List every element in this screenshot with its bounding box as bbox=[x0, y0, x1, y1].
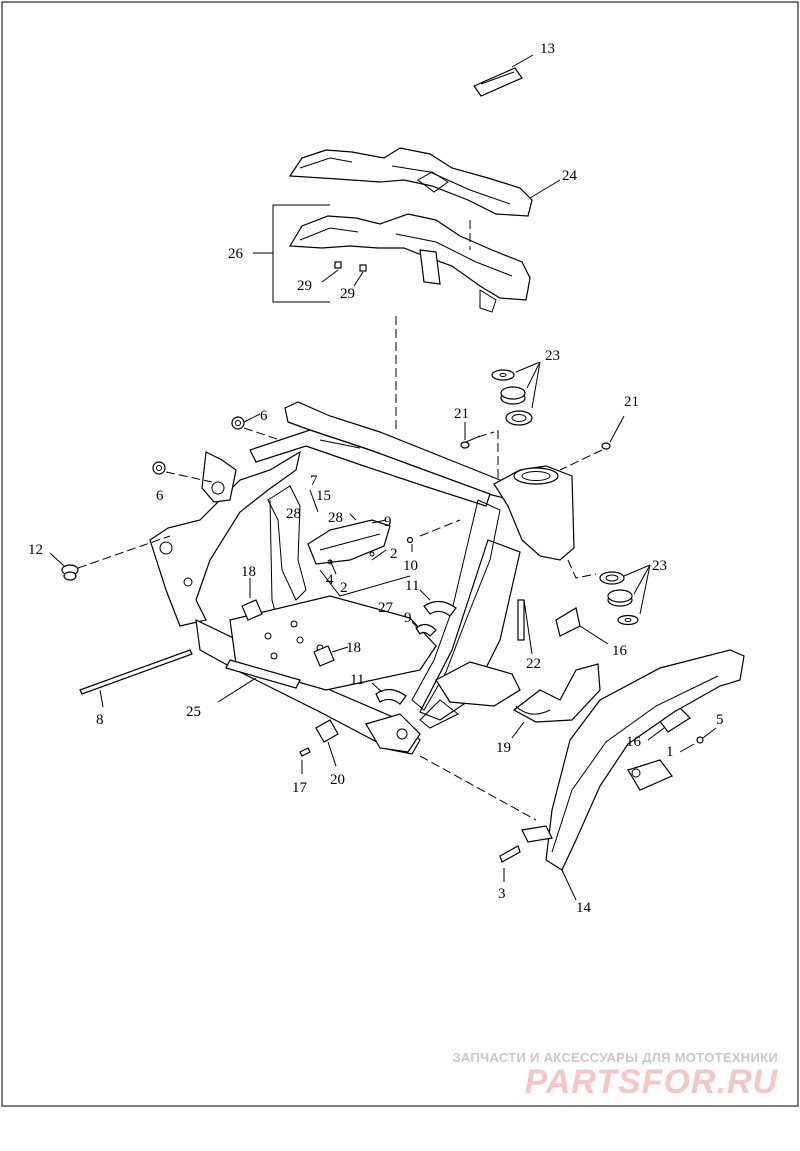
part-11-clamps bbox=[371, 589, 457, 705]
callout-21-a: 21 bbox=[454, 406, 469, 422]
callout-19: 19 bbox=[496, 740, 511, 756]
part-19-bracket bbox=[511, 663, 601, 739]
part-8-cable-tie bbox=[79, 649, 193, 708]
callout-6-b: 6 bbox=[156, 488, 164, 504]
callout-25: 25 bbox=[186, 704, 201, 720]
callout-12: 12 bbox=[28, 542, 43, 558]
callout-29-a: 29 bbox=[297, 278, 312, 294]
part-27-side-cover bbox=[307, 513, 411, 597]
callout-23-lower: 23 bbox=[652, 558, 667, 574]
callout-18-a: 18 bbox=[241, 564, 256, 580]
callout-16-a: 16 bbox=[612, 643, 628, 659]
part-21-screws bbox=[460, 415, 625, 471]
part-1-5-fasteners bbox=[679, 727, 717, 753]
part-17-20-clip-screw bbox=[299, 719, 339, 774]
part-3-bolt bbox=[499, 845, 521, 882]
part-26-cover-assembly bbox=[253, 204, 531, 313]
callout-7: 7 bbox=[310, 473, 318, 489]
callout-21-b: 21 bbox=[624, 394, 639, 410]
part-23-bearings-lower bbox=[567, 559, 651, 626]
callout-18-b: 18 bbox=[346, 640, 361, 656]
callout-22: 22 bbox=[526, 656, 541, 672]
callout-3: 3 bbox=[498, 886, 506, 902]
part-9-clip bbox=[411, 621, 437, 637]
callout-11-b: 11 bbox=[350, 672, 364, 688]
part-14-engine-guard bbox=[521, 649, 745, 901]
callout-27: 27 bbox=[378, 600, 394, 616]
callout-14: 14 bbox=[576, 900, 592, 916]
callout-2-b: 2 bbox=[340, 580, 348, 596]
callout-20: 20 bbox=[330, 772, 345, 788]
part-6-nuts bbox=[152, 413, 281, 483]
part-18-clips bbox=[241, 578, 349, 667]
callout-6-a: 6 bbox=[260, 408, 268, 424]
part-25-bracket bbox=[217, 659, 301, 703]
callout-23-upper: 23 bbox=[545, 348, 560, 364]
callout-5: 5 bbox=[716, 712, 724, 728]
watermark-caption: ЗАПЧАСТИ И АКСЕССУАРЫ ДЛЯ МОТОТЕХНИКИ bbox=[452, 1050, 778, 1065]
callout-29-b: 29 bbox=[340, 286, 355, 302]
callout-15: 15 bbox=[316, 488, 331, 504]
main-frame bbox=[149, 401, 575, 755]
part-23-bearings-upper bbox=[491, 361, 541, 480]
part-13-label bbox=[473, 54, 534, 97]
callout-4: 4 bbox=[326, 572, 334, 588]
part-10-screw bbox=[406, 519, 461, 552]
part-12-grommet bbox=[49, 535, 171, 581]
callout-9-a: 9 bbox=[384, 514, 392, 530]
callout-labels: 13 24 26 29 29 23 6 21 21 6 7 15 28 28 9… bbox=[28, 41, 724, 916]
callout-8: 8 bbox=[96, 712, 104, 728]
callout-28-a: 28 bbox=[286, 506, 301, 522]
callout-24: 24 bbox=[562, 168, 578, 184]
watermark: ЗАПЧАСТИ И АКСЕССУАРЫ ДЛЯ МОТОТЕХНИКИ PA… bbox=[452, 1050, 778, 1102]
callout-13: 13 bbox=[540, 41, 555, 57]
callout-17: 17 bbox=[292, 780, 308, 796]
callout-1: 1 bbox=[666, 744, 674, 760]
callout-16-b: 16 bbox=[626, 734, 642, 750]
diagram-border bbox=[1, 1, 799, 1107]
callout-10: 10 bbox=[403, 558, 418, 574]
callout-2-a: 2 bbox=[390, 546, 398, 562]
part-22-pin bbox=[517, 599, 533, 655]
callout-26: 26 bbox=[228, 246, 244, 262]
callout-28-b: 28 bbox=[328, 510, 343, 526]
callout-11-a: 11 bbox=[405, 578, 419, 594]
callout-9-b: 9 bbox=[404, 610, 412, 626]
part-24-frame-cover bbox=[288, 147, 561, 217]
watermark-logo: PARTSFOR.RU bbox=[524, 1063, 778, 1101]
